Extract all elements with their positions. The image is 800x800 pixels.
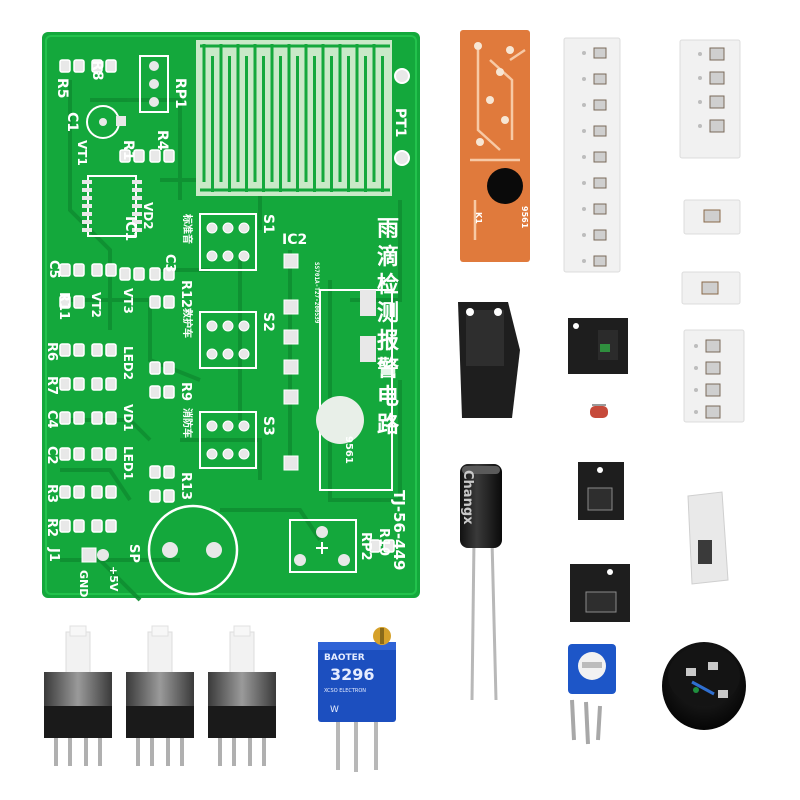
svg-text:LED1: LED1	[121, 446, 135, 480]
ic2-pads	[283, 253, 299, 471]
svg-text:XCSO ELECTRON: XCSO ELECTRON	[324, 688, 366, 694]
pcb-title-char: 报	[377, 329, 399, 354]
pcb-title-char: 测	[377, 301, 399, 326]
switch-footprints	[199, 213, 257, 469]
svg-text:R5: R5	[54, 78, 70, 99]
svg-text:R7: R7	[44, 376, 59, 395]
svg-text:RP1: RP1	[172, 78, 188, 109]
svg-text:BAOTER: BAOTER	[324, 653, 365, 663]
speaker-footprint	[147, 504, 239, 596]
svg-text:LED2: LED2	[121, 346, 135, 380]
module-chip-dot	[316, 396, 364, 444]
svg-text:R9: R9	[178, 382, 193, 401]
svg-text:R12: R12	[178, 280, 193, 308]
svg-text:R10: R10	[376, 528, 391, 556]
svg-text:VT2: VT2	[89, 292, 103, 318]
svg-text:TJ-56-449: TJ-56-449	[390, 490, 408, 570]
module-blob-chip	[487, 168, 523, 204]
svg-text:SS701A-T27-200539: SS701A-T27-200539	[313, 262, 320, 324]
svg-text:IC1: IC1	[122, 216, 138, 241]
svg-text:S2: S2	[260, 312, 276, 332]
svg-text:3296: 3296	[330, 665, 375, 684]
pad	[394, 150, 410, 166]
pcb-title-char: 雨	[377, 217, 399, 242]
svg-text:消防车: 消防车	[181, 408, 194, 438]
svg-text:J1: J1	[46, 547, 61, 562]
svg-text:SP: SP	[126, 544, 141, 563]
svg-text:标准音: 标准音	[181, 213, 194, 244]
svg-text:C3: C3	[162, 254, 177, 273]
pcb-title-char: 滴	[377, 244, 399, 270]
svg-text:9561: 9561	[343, 436, 354, 464]
svg-text:R8: R8	[89, 60, 105, 81]
svg-text:RP2: RP2	[358, 532, 373, 561]
trimmer-potentiometer: BAOTER 3296 XCSO ELECTRON W	[318, 627, 396, 772]
pcb-title-char: 电	[377, 385, 399, 410]
smd-tape-strips	[563, 37, 745, 423]
svg-text:VT1: VT1	[75, 140, 89, 166]
svg-text:R11: R11	[56, 292, 71, 320]
svg-text:C1: C1	[64, 112, 80, 132]
svg-text:VD2: VD2	[141, 202, 155, 230]
pad	[394, 68, 410, 84]
svg-text:VD1: VD1	[121, 404, 135, 432]
svg-text:+5V: +5V	[107, 566, 120, 592]
pcb-title-char: 警	[376, 357, 399, 382]
svg-text:S3: S3	[260, 416, 276, 436]
svg-text:9561: 9561	[520, 206, 529, 229]
svg-text:PT1: PT1	[392, 108, 408, 138]
svg-text:C2: C2	[44, 446, 59, 465]
svg-text:R1: R1	[120, 140, 136, 161]
svg-text:R4: R4	[154, 130, 170, 151]
svg-text:救护车: 救护车	[181, 308, 194, 338]
svg-text:IC2: IC2	[282, 232, 307, 248]
svg-text:R6: R6	[44, 342, 59, 361]
ic1-footprint	[82, 175, 142, 237]
rain-sensor-comb	[196, 40, 392, 196]
svg-text:R13: R13	[178, 472, 193, 500]
svg-text:S1: S1	[260, 214, 276, 234]
pcb-board: R5 R8 RP1 PT1 C1 R4 VT1 R1 IC1 VD2 S1 IC…	[42, 32, 420, 602]
svg-text:R2: R2	[44, 518, 59, 537]
push-switches	[44, 625, 276, 766]
electrolytic-capacitor: Changx	[460, 464, 502, 701]
svg-text:W: W	[330, 705, 339, 715]
svg-text:K1: K1	[474, 212, 483, 224]
svg-text:GND: GND	[77, 570, 90, 597]
sound-module-board: 9561 K1	[460, 30, 530, 262]
svg-text:Changx: Changx	[460, 470, 475, 525]
svg-text:VT3: VT3	[121, 288, 135, 314]
rp1-footprint	[139, 55, 169, 113]
module-outline	[319, 289, 393, 491]
svg-text:C4: C4	[44, 410, 59, 429]
buzzer	[662, 642, 746, 730]
pcb-title-char: 路	[377, 412, 400, 438]
smd-pads	[59, 59, 395, 553]
pcb-title-char: 检	[377, 272, 399, 298]
tape-packaged-parts	[458, 302, 729, 622]
rp2-footprint	[289, 519, 357, 573]
svg-text:C5: C5	[46, 260, 61, 279]
svg-text:R3: R3	[44, 484, 59, 503]
blue-trim-pot	[568, 644, 616, 745]
silkscreen-labels: R5 R8 RP1 PT1 C1 R4 VT1 R1 IC1 VD2 S1 IC…	[44, 60, 408, 597]
